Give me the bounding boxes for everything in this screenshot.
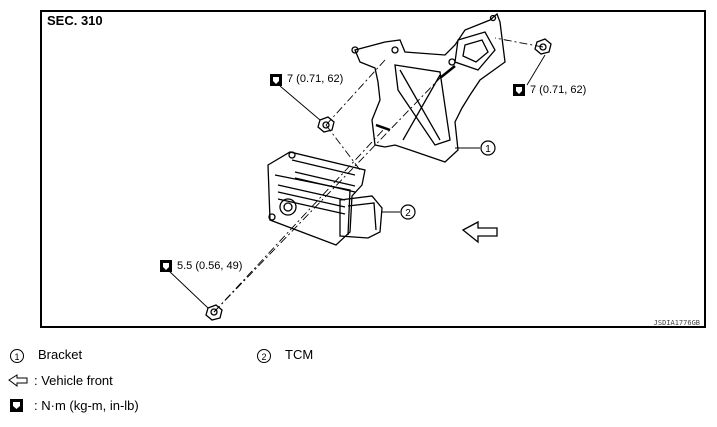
- tcm-drawing: [267, 151, 383, 246]
- legend-torque-wrench-icon: [10, 399, 23, 412]
- torque-label-lower-left: 5.5 (0.56, 49): [177, 260, 243, 272]
- legend-tcm-text: TCM: [285, 347, 314, 362]
- legend-front-arrow-icon: [8, 374, 28, 387]
- section-label: SEC. 310: [47, 13, 103, 28]
- legend-circle-2: [257, 349, 271, 363]
- legend-torque-units-text: : N·m (kg-m, in-lb): [34, 398, 139, 413]
- bracket-drawing: [351, 12, 506, 163]
- callout-1: [480, 140, 496, 156]
- torque-label-upper-right: 7 (0.71, 62): [530, 84, 587, 96]
- torque-label-upper-left: 7 (0.71, 62): [287, 73, 344, 85]
- front-arrow-icon: [461, 220, 498, 244]
- callout-2: [400, 204, 416, 220]
- leader-lines: [167, 54, 546, 309]
- legend-circle-1-number: 1: [14, 352, 19, 362]
- legend-circle-1: [10, 349, 24, 363]
- diagram-frame: [40, 10, 706, 328]
- guide-lines: [213, 37, 544, 313]
- torque-wrench-icon-upper-right: [513, 84, 525, 96]
- torque-wrench-icon-lower-left: [160, 260, 172, 272]
- nut-drawings: [205, 38, 552, 321]
- legend-circle-2-number: 2: [261, 352, 266, 362]
- callout-1-number: 1: [485, 144, 491, 155]
- legend-bracket-text: Bracket: [38, 347, 83, 362]
- legend-vehicle-front-text: : Vehicle front: [34, 373, 113, 388]
- image-code: JSDIA1776GB: [653, 319, 700, 327]
- callout-2-number: 2: [405, 208, 411, 219]
- torque-wrench-icon-upper-left: [270, 74, 282, 86]
